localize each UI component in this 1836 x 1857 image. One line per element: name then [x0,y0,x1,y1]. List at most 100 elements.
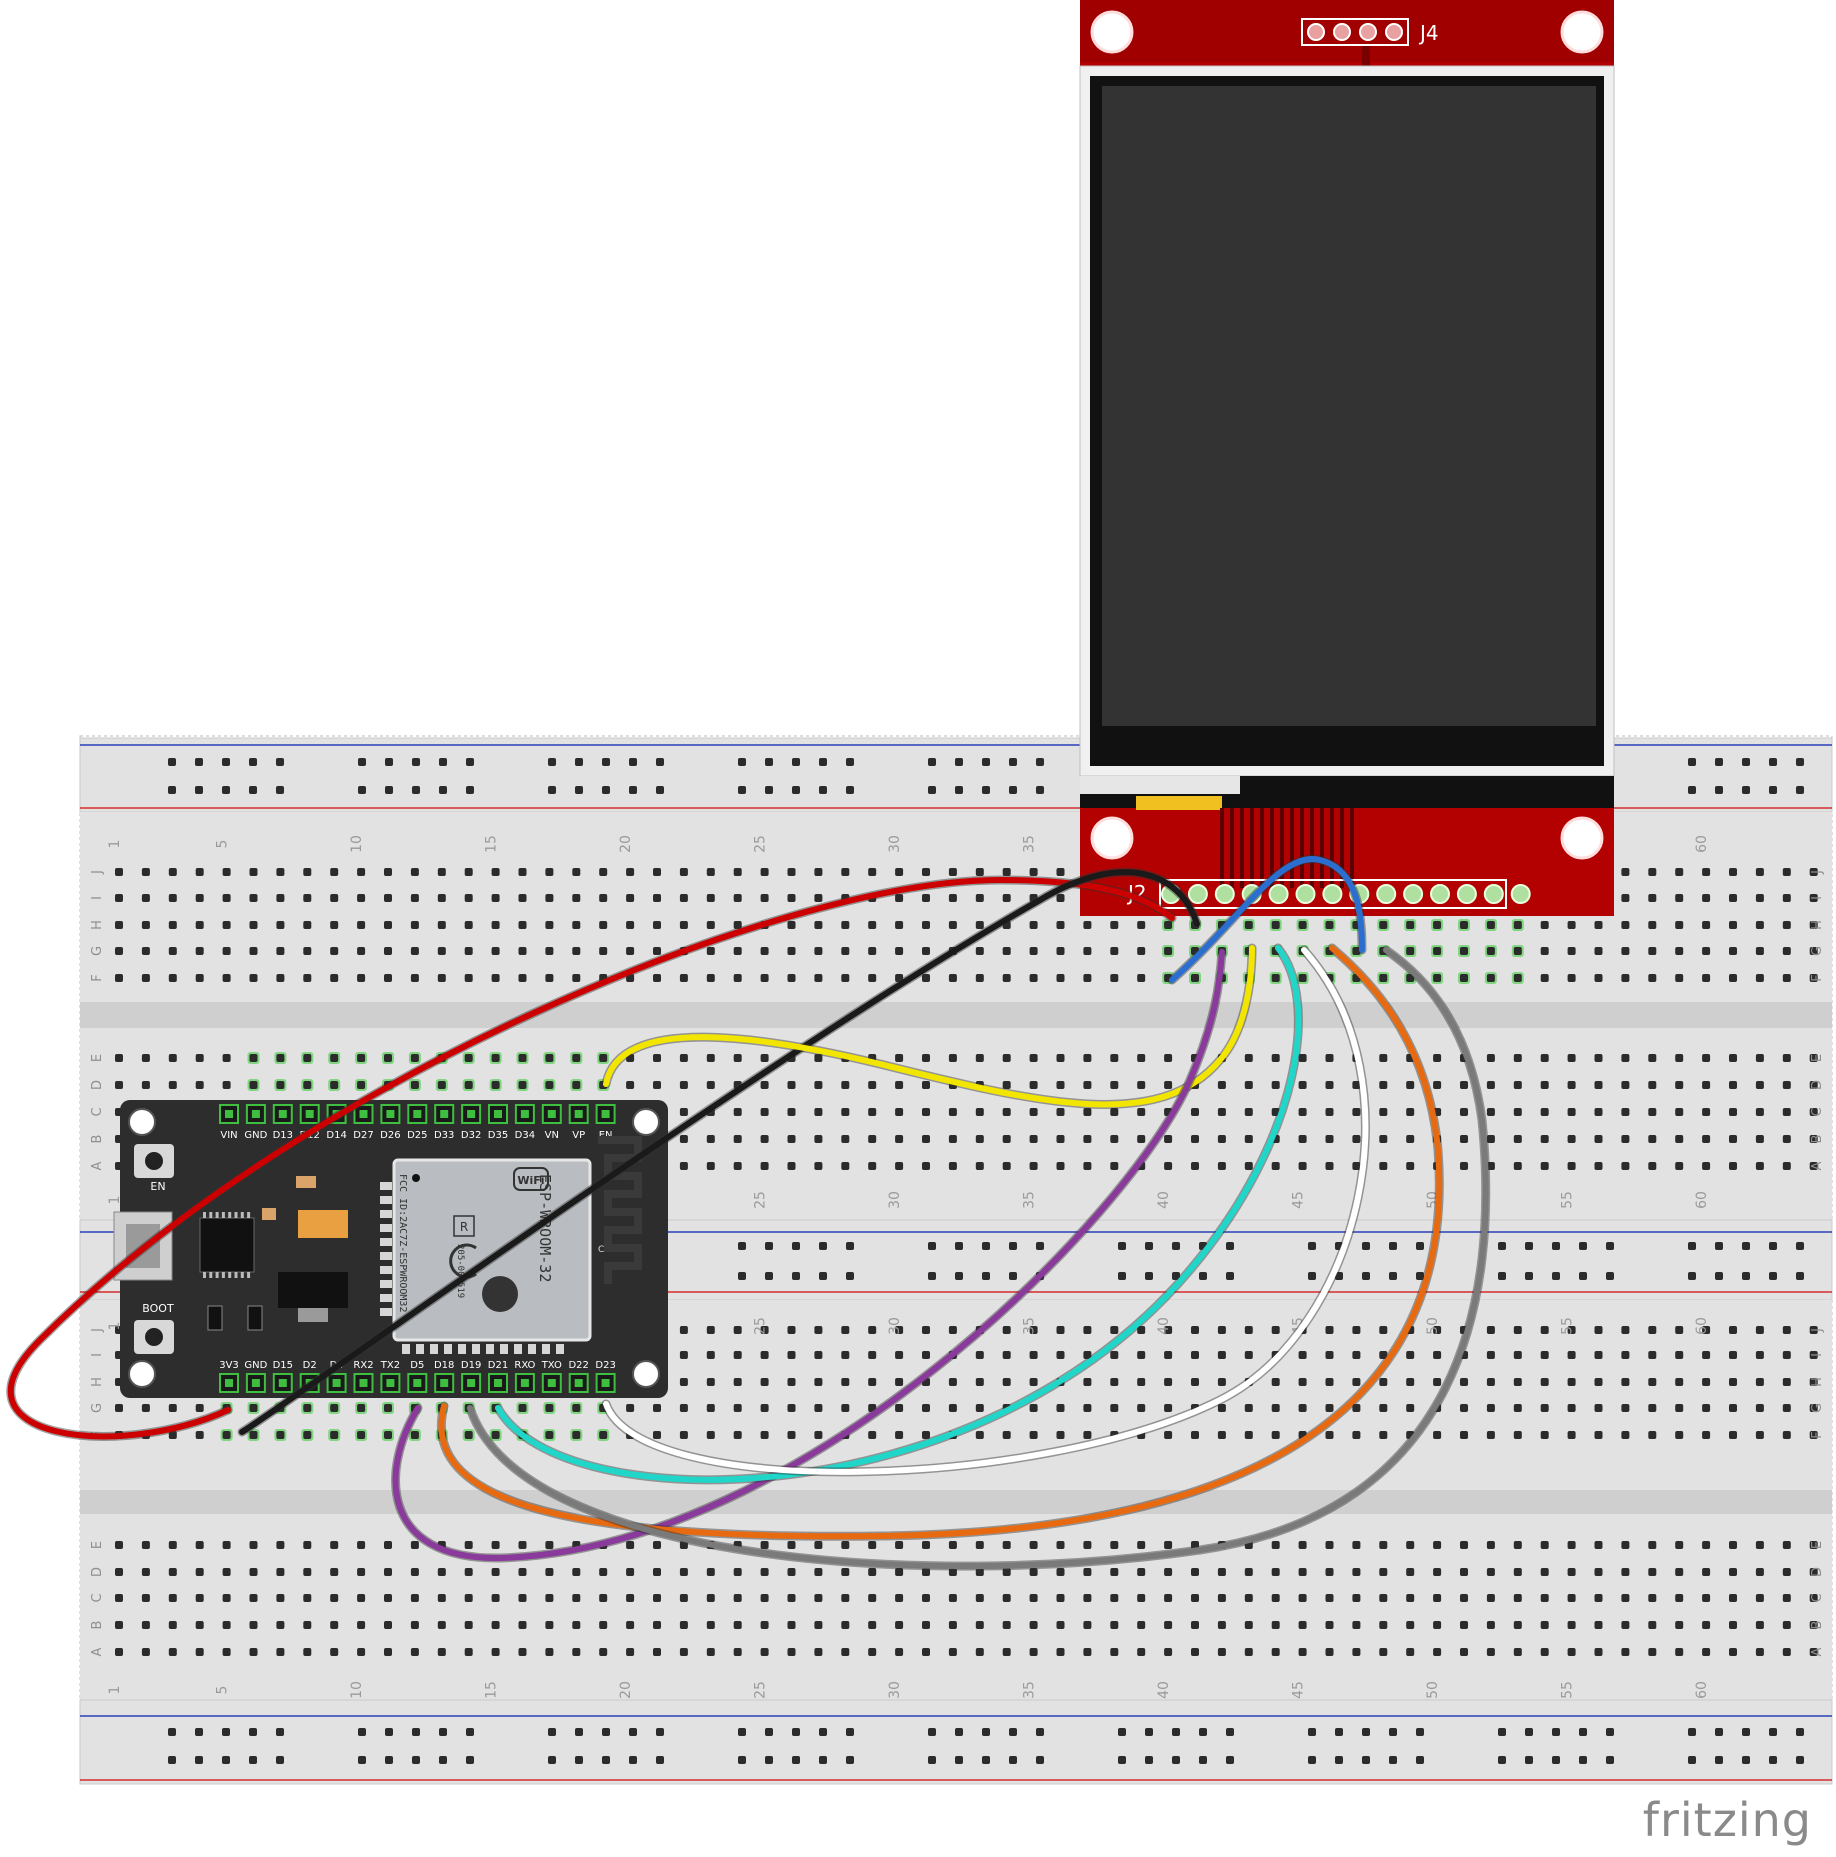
terminal-hole [599,1648,608,1656]
terminal-hole [922,1568,930,1576]
rail-hole [1145,1272,1153,1280]
terminal-hole [410,1054,419,1062]
terminal-hole [1406,921,1415,929]
terminal-hole [922,947,930,955]
row-letter-left: A [90,1647,105,1656]
rail-hole [1118,1242,1126,1250]
module-pin [430,1344,438,1354]
terminal-hole [1191,1378,1199,1386]
terminal-hole [141,868,150,876]
rail-hole [928,1728,936,1736]
terminal-hole [1809,1594,1818,1602]
terminal-hole [1271,1431,1280,1439]
terminal-hole [357,1404,366,1412]
mounting-hole [1090,816,1134,860]
terminal-hole [679,1326,688,1334]
terminal-hole [626,868,635,876]
terminal-hole [1755,1351,1764,1359]
terminal-hole [1352,1378,1361,1386]
terminal-hole [464,1054,473,1062]
terminal-hole [760,1162,769,1170]
header-pin-pad [386,1379,395,1387]
terminal-hole [545,1648,554,1656]
terminal-hole [1809,1135,1818,1143]
terminal-hole [1298,1621,1307,1629]
terminal-hole [1110,1568,1119,1576]
terminal-hole [1029,1378,1038,1386]
terminal-hole [948,1378,957,1386]
terminal-hole [814,1081,823,1089]
terminal-hole [437,1594,446,1602]
module-pin [514,1344,522,1354]
terminal-hole [1782,868,1791,876]
rail-hole [738,1756,746,1764]
regulator-tab [298,1308,328,1322]
row-letter-left: E [90,1054,105,1062]
terminal-hole [1675,894,1684,902]
terminal-hole [1567,1431,1576,1439]
rail-hole [792,1272,800,1280]
terminal-hole [1002,1594,1011,1602]
terminal-hole [975,974,984,982]
terminal-hole [1594,1404,1603,1412]
rail-hole [982,1728,990,1736]
terminal-hole [653,1648,661,1656]
terminal-hole [1325,1431,1334,1439]
terminal-hole [1540,1648,1549,1656]
rail-hole [385,1728,393,1736]
boot-button-cap [145,1328,163,1346]
terminal-hole [1271,1054,1280,1062]
r-mark: R [460,1220,468,1234]
terminal-hole [572,868,581,876]
terminal-hole [948,921,957,929]
terminal-hole [276,1621,285,1629]
terminal-hole [1002,1431,1011,1439]
column-number: 1 [107,1322,123,1331]
mounting-hole [1560,10,1604,54]
terminal-hole [168,1431,177,1439]
terminal-hole [1217,1378,1226,1386]
terminal-hole [1782,921,1791,929]
j4-pin [1307,23,1325,41]
terminal-hole [1002,974,1011,982]
terminal-hole [168,974,177,982]
module-pin [380,1308,392,1316]
terminal-hole [410,894,419,902]
rail-hole [1009,1272,1017,1280]
terminal-hole [357,1054,366,1062]
terminal-hole [1244,1162,1253,1170]
rail-hole [1036,758,1044,766]
terminal-hole [572,921,581,929]
terminal-hole [195,1594,204,1602]
terminal-hole [1110,921,1119,929]
terminal-hole [922,1135,930,1143]
terminal-hole [814,894,823,902]
terminal-hole [1325,1351,1334,1359]
terminal-hole [948,868,957,876]
terminal-hole [1164,1541,1173,1549]
terminal-hole [975,1404,984,1412]
terminal-hole [1029,947,1038,955]
terminal-hole [1809,1081,1818,1089]
rail-hole [629,786,637,794]
rail-hole [358,1728,366,1736]
terminal-hole [1244,1326,1253,1334]
terminal-hole [733,1054,742,1062]
terminal-hole [276,894,285,902]
terminal-hole [1594,1108,1603,1116]
terminal-hole [410,1568,419,1576]
terminal-hole [1325,921,1334,929]
terminal-hole [1486,1404,1495,1412]
terminal-hole [922,1054,930,1062]
terminal-hole [195,947,204,955]
terminal-hole [141,1054,150,1062]
terminal-hole [1567,1054,1576,1062]
terminal-hole [1675,974,1684,982]
terminal-hole [1755,1621,1764,1629]
row-letter-left: G [90,946,105,956]
terminal-hole [1755,921,1764,929]
terminal-hole [249,1431,258,1439]
terminal-hole [975,1108,984,1116]
rail-hole [412,1756,420,1764]
terminal-hole [706,1594,715,1602]
